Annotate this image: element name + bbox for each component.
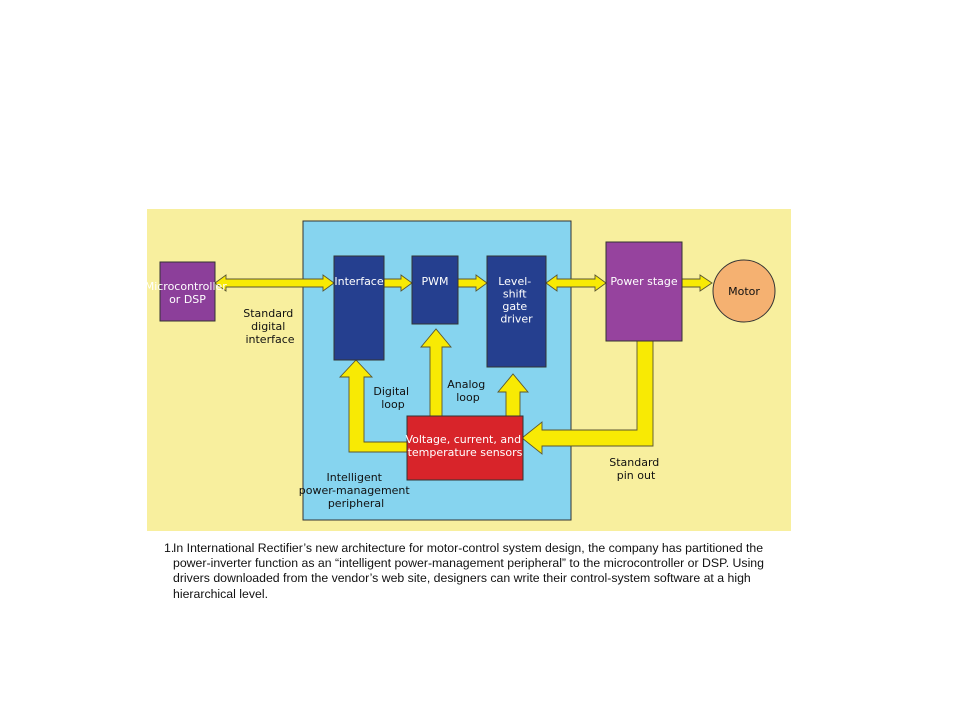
peripheral-label: Intelligent power-management peripheral — [299, 471, 413, 510]
caption-text: In International Rectifier’s new archite… — [173, 541, 764, 601]
microcontroller-label: Microcontroller or DSP — [145, 280, 231, 306]
arrow-interface-pwm — [383, 274, 413, 292]
pwm-box — [411, 255, 459, 325]
analog-loop-label: Analog loop — [447, 378, 489, 404]
standard-digital-interface-label: Standard digital interface — [243, 307, 297, 346]
arrow-digital-loop — [338, 359, 408, 453]
pwm-label: PWM — [421, 275, 448, 288]
sensors-box — [406, 415, 524, 481]
digital-loop-label: Digital loop — [373, 385, 412, 411]
figure-caption: 1. In International Rectifier’s new arch… — [164, 541, 774, 602]
arrow-sensors-levelshift — [497, 373, 529, 417]
caption-number: 1. — [164, 541, 175, 555]
interface-box — [333, 255, 385, 361]
power-stage-label: Power stage — [610, 275, 678, 288]
arrow-analog-loop — [420, 328, 452, 417]
sensors-label: Voltage, current, and temperature sensor… — [405, 433, 524, 459]
level-shift-box — [486, 255, 547, 368]
arrow-pwm-levelshift — [457, 274, 488, 292]
microcontroller-box — [159, 261, 216, 322]
power-stage-box — [605, 241, 683, 342]
motor-label: Motor — [728, 285, 760, 298]
motor-circle — [712, 259, 776, 323]
level-shift-label: Level- shift gate driver — [498, 275, 535, 326]
standard-pin-out-label: Standard pin out — [609, 456, 663, 482]
arrow-power-motor — [681, 274, 713, 292]
interface-label: Interface — [334, 275, 383, 288]
arrow-power-sensors — [521, 340, 654, 455]
